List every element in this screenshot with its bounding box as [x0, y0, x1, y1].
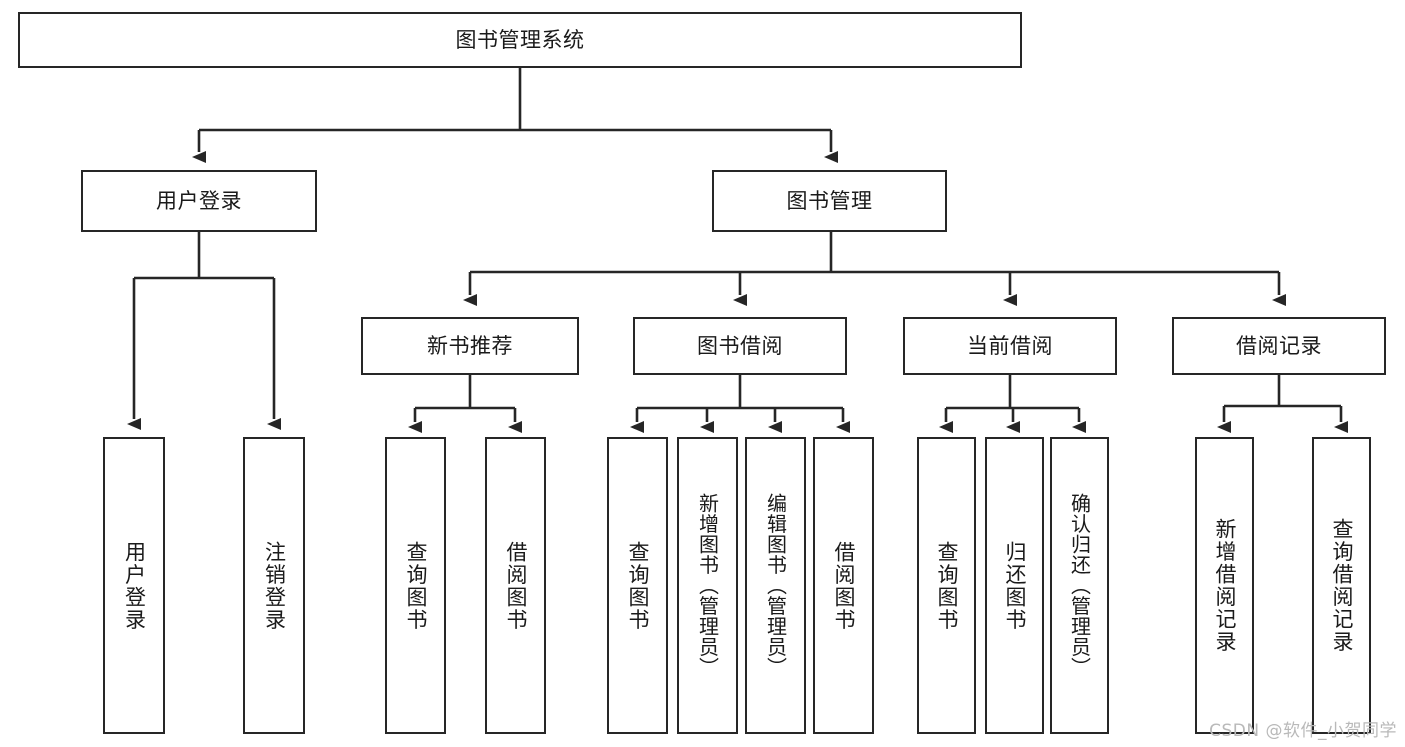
leaf-query-book-3[interactable]: 查询图书 — [917, 437, 976, 734]
leaf-query-record[interactable]: 查询借阅记录 — [1312, 437, 1371, 734]
node-user-login[interactable]: 用户登录 — [81, 170, 317, 232]
leaf-borrow-book-2[interactable]: 借阅图书 — [813, 437, 874, 734]
leaf-query-book-2-label: 查询图书 — [626, 540, 650, 631]
leaf-query-book-3-label: 查询图书 — [935, 540, 959, 631]
leaf-add-record[interactable]: 新增借阅记录 — [1195, 437, 1254, 734]
leaf-confirm-return-label: 确认归还（管理员） — [1067, 493, 1092, 678]
leaf-borrow-book-2-label: 借阅图书 — [832, 540, 856, 631]
node-borrow-record[interactable]: 借阅记录 — [1172, 317, 1386, 375]
leaf-query-record-label: 查询借阅记录 — [1330, 518, 1354, 653]
leaf-add-book[interactable]: 新增图书（管理员） — [677, 437, 738, 734]
node-book-management-label: 图书管理 — [786, 188, 873, 213]
leaf-add-record-label: 新增借阅记录 — [1213, 518, 1237, 653]
leaf-query-book-1[interactable]: 查询图书 — [385, 437, 446, 734]
leaf-user-logout-label: 注销登录 — [262, 540, 287, 631]
leaf-borrow-book-1[interactable]: 借阅图书 — [485, 437, 546, 734]
node-book-management[interactable]: 图书管理 — [712, 170, 947, 232]
node-book-borrow[interactable]: 图书借阅 — [633, 317, 847, 375]
leaf-user-login[interactable]: 用户登录 — [103, 437, 165, 734]
leaf-add-book-label: 新增图书（管理员） — [695, 493, 720, 678]
leaf-edit-book-label: 编辑图书（管理员） — [763, 493, 788, 678]
node-borrow-record-label: 借阅记录 — [1236, 333, 1322, 358]
leaf-return-book-label: 归还图书 — [1003, 540, 1027, 631]
leaf-query-book-2[interactable]: 查询图书 — [607, 437, 668, 734]
leaf-user-logout[interactable]: 注销登录 — [243, 437, 305, 734]
node-root-label: 图书管理系统 — [455, 27, 585, 52]
node-book-borrow-label: 图书借阅 — [697, 333, 783, 358]
leaf-confirm-return[interactable]: 确认归还（管理员） — [1050, 437, 1109, 734]
leaf-user-login-label: 用户登录 — [122, 540, 147, 631]
leaf-borrow-book-1-label: 借阅图书 — [504, 540, 528, 631]
leaf-edit-book[interactable]: 编辑图书（管理员） — [745, 437, 806, 734]
leaf-return-book[interactable]: 归还图书 — [985, 437, 1044, 734]
node-current-borrow-label: 当前借阅 — [967, 333, 1053, 358]
watermark-text: CSDN @软件_小贺同学 — [1209, 721, 1397, 741]
node-current-borrow[interactable]: 当前借阅 — [903, 317, 1117, 375]
node-new-book-recommend-label: 新书推荐 — [427, 333, 513, 358]
node-new-book-recommend[interactable]: 新书推荐 — [361, 317, 579, 375]
node-root[interactable]: 图书管理系统 — [18, 12, 1022, 68]
node-user-login-label: 用户登录 — [156, 188, 242, 213]
leaf-query-book-1-label: 查询图书 — [404, 540, 428, 631]
